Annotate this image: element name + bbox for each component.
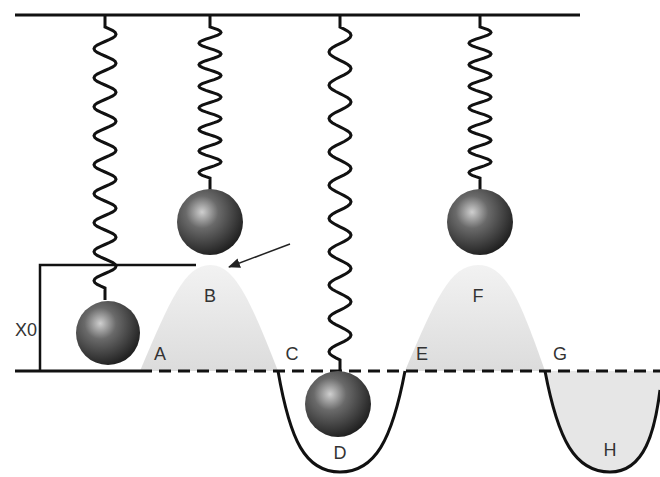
hill — [140, 265, 278, 371]
trough-fill — [545, 371, 660, 472]
point-label: G — [553, 345, 567, 363]
spring — [329, 15, 351, 372]
point-label: E — [416, 345, 428, 363]
springs — [94, 15, 491, 372]
ball — [76, 301, 140, 365]
ball — [305, 371, 371, 437]
point-label: B — [204, 287, 216, 305]
ball — [447, 189, 513, 255]
spring — [94, 15, 116, 300]
point-label: D — [334, 444, 347, 462]
spring — [199, 15, 221, 190]
trough — [278, 371, 405, 472]
point-label: H — [604, 441, 617, 459]
point-label: A — [154, 345, 166, 363]
ground-line — [15, 370, 140, 373]
support-line — [15, 14, 580, 17]
spring — [469, 15, 491, 190]
baseline-dashed — [140, 370, 660, 373]
trough — [545, 371, 660, 472]
hill — [405, 265, 545, 371]
point-label: F — [473, 287, 484, 305]
point-label: C — [286, 345, 299, 363]
pointer-arrow — [229, 244, 290, 267]
height-bracket — [40, 265, 196, 371]
dimension-label: X0 — [15, 321, 37, 339]
ball — [177, 189, 243, 255]
